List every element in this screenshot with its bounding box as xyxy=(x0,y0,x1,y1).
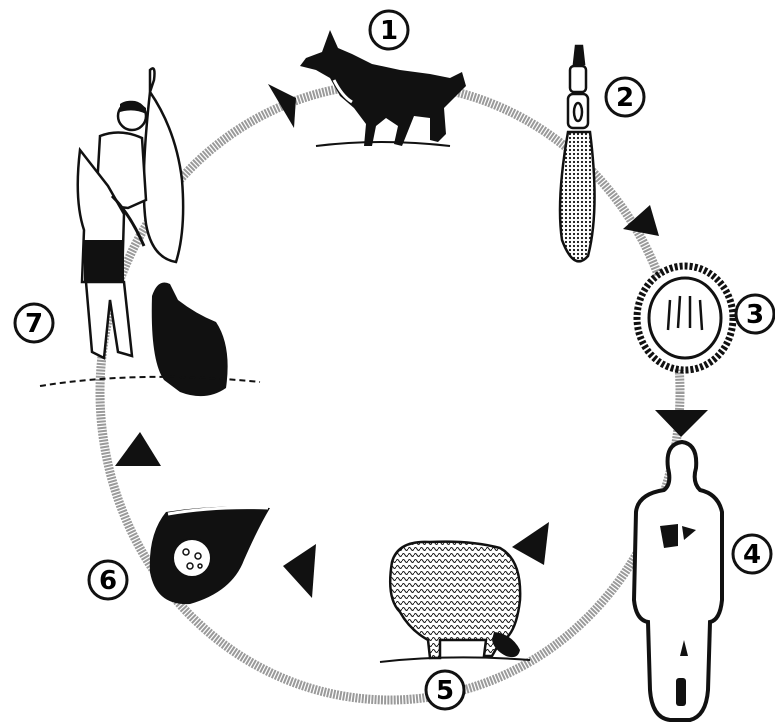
arrow-3-to-4 xyxy=(655,410,708,437)
stage-label-1: 1 xyxy=(370,11,408,49)
human-icon xyxy=(634,442,722,720)
stage-label-2: 2 xyxy=(606,78,644,116)
stage-label-4: 4 xyxy=(733,535,771,573)
butcher-feeding-dog-icon xyxy=(40,68,260,396)
svg-text:1: 1 xyxy=(380,16,398,46)
arrow-4-to-5 xyxy=(512,522,549,565)
liver-cyst-icon xyxy=(150,507,270,604)
svg-text:3: 3 xyxy=(746,300,764,330)
arrow-7-to-1 xyxy=(268,84,296,128)
egg-icon xyxy=(637,266,733,370)
svg-text:5: 5 xyxy=(436,676,454,706)
sheep-icon xyxy=(380,542,530,662)
svg-text:4: 4 xyxy=(743,540,761,570)
stage-label-7: 7 xyxy=(15,304,53,342)
arrow-5-to-6 xyxy=(283,544,316,598)
svg-text:2: 2 xyxy=(616,83,634,113)
stage-label-6: 6 xyxy=(89,561,127,599)
arrow-6-to-7 xyxy=(115,432,161,466)
stage-label-5: 5 xyxy=(426,671,464,709)
stage-label-3: 3 xyxy=(736,295,774,333)
svg-text:6: 6 xyxy=(99,566,117,596)
svg-text:7: 7 xyxy=(25,309,43,339)
tapeworm-icon xyxy=(560,46,595,261)
